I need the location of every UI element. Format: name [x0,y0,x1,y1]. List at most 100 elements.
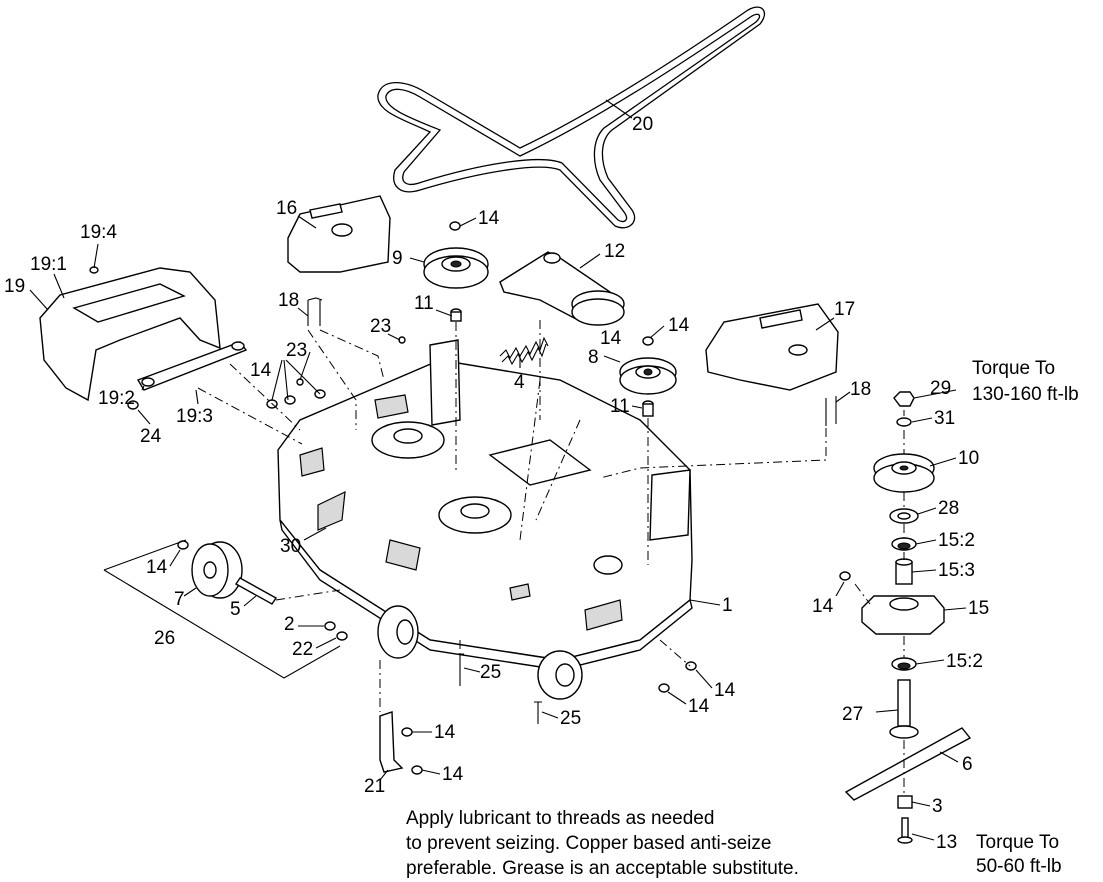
callout-19-4: 19:4 [80,222,117,243]
bolt-18a [307,297,323,326]
shield-bracket [136,341,248,391]
spindle-housing-15 [861,595,945,635]
torque-bottom-line2: 50-60 ft-lb [976,856,1062,877]
callout-18: 18 [278,290,299,311]
anti-scalp-wheel-7 [191,541,243,599]
callout-4: 4 [514,372,525,393]
idler-pulley-9 [423,247,489,289]
callout-9: 9 [392,248,403,269]
callout-7: 7 [174,589,185,610]
callout-30: 30 [280,536,301,557]
callout-14: 14 [600,328,622,349]
callout-14: 14 [250,360,272,381]
callout-19-2: 19:2 [98,388,135,409]
callout-14: 14 [434,722,456,743]
callout-27: 27 [842,704,863,725]
front-shield [39,267,221,402]
idler-pulley-8 [619,357,677,395]
callout-13: 13 [936,832,957,853]
bolt-25a [456,653,464,686]
callout-14: 14 [146,557,168,578]
callout-3: 3 [932,796,943,817]
callout-5: 5 [230,599,241,620]
callout-16: 16 [276,198,297,219]
mower-blade-6 [844,727,972,801]
assembly-lines [197,320,905,796]
callout-14: 14 [812,596,834,617]
callout-15: 15 [968,598,989,619]
callout-6: 6 [962,754,973,775]
callout-19-1: 19:1 [30,254,67,275]
callout-14: 14 [714,680,736,701]
callout-31: 31 [934,408,955,429]
spindle-nut-29 [893,391,915,407]
callout-14: 14 [478,208,500,229]
callout-19-3: 19:3 [176,406,213,427]
callout-12: 12 [604,241,625,262]
torque-top-line2: 130-160 ft-lb [972,384,1079,405]
bolt-25b [534,701,542,724]
note-line2: to prevent seizing. Copper based anti-se… [406,833,771,854]
bearing-15-2-bottom [891,657,917,671]
spindle-shaft-27 [889,679,919,739]
bolt-18b [825,396,837,426]
callout-15-2: 15:2 [938,530,975,551]
assembly-bracket-26 [103,539,341,679]
callout-22: 22 [292,639,313,660]
callout-14: 14 [442,764,464,785]
callout-25: 25 [480,662,501,683]
spacer-11a [450,308,462,322]
callout-11: 11 [414,293,434,314]
mower-deck [277,339,693,671]
callout-2: 2 [284,614,295,635]
note-line1: Apply lubricant to threads as needed [406,808,714,829]
tension-spring [499,336,549,366]
front-caster-wheel-right [537,650,583,700]
bearing-15-2-top [891,537,917,551]
drive-belt [377,6,765,229]
clevis-pin [127,400,139,410]
callout-labels: 20 16 14 9 12 19:4 19:1 19 18 11 23 14 4… [4,114,989,853]
torque-spec-top: Torque To 130-160 ft-lb [972,358,1079,405]
torque-spec-bottom: Torque To 50-60 ft-lb [976,832,1062,877]
spacer-28 [889,508,919,524]
callout-24: 24 [140,426,162,447]
callout-23: 23 [370,316,391,337]
callout-1: 1 [722,595,733,616]
idler-arm-12 [499,251,625,326]
callout-26: 26 [154,628,175,649]
callout-15-3: 15:3 [938,560,975,581]
callout-23: 23 [286,340,307,361]
belt-cover-left [287,195,391,273]
leader-lines [29,99,967,841]
callout-8: 8 [588,347,599,368]
blade-hub-3 [897,795,913,809]
callout-17: 17 [834,299,855,320]
blade-bolt-13 [897,817,913,844]
bearing-spacer-15-3 [895,558,913,585]
callout-10: 10 [958,448,979,469]
bracket-21 [379,711,404,773]
callout-14: 14 [688,696,710,717]
washer-31 [896,417,912,427]
torque-bottom-line1: Torque To [976,832,1059,853]
callout-15-2: 15:2 [946,651,983,672]
callout-18: 18 [850,379,871,400]
torque-top-line1: Torque To [972,358,1055,379]
lubricant-note: Apply lubricant to threads as needed to … [406,808,799,879]
front-caster-wheel-left [377,605,419,659]
callout-29: 29 [930,378,951,399]
callout-21: 21 [364,776,385,797]
spindle-pulley-10 [873,453,935,493]
callout-14: 14 [668,315,690,336]
spacer-11b [642,400,654,417]
callout-19: 19 [4,276,25,297]
callout-20: 20 [632,114,653,135]
note-line3: preferable. Grease is an acceptable subs… [406,858,799,879]
callout-25: 25 [560,708,581,729]
axle-bolt-5 [234,577,278,605]
belt-cover-right [705,303,839,391]
callout-28: 28 [938,498,959,519]
callout-11: 11 [610,396,630,417]
